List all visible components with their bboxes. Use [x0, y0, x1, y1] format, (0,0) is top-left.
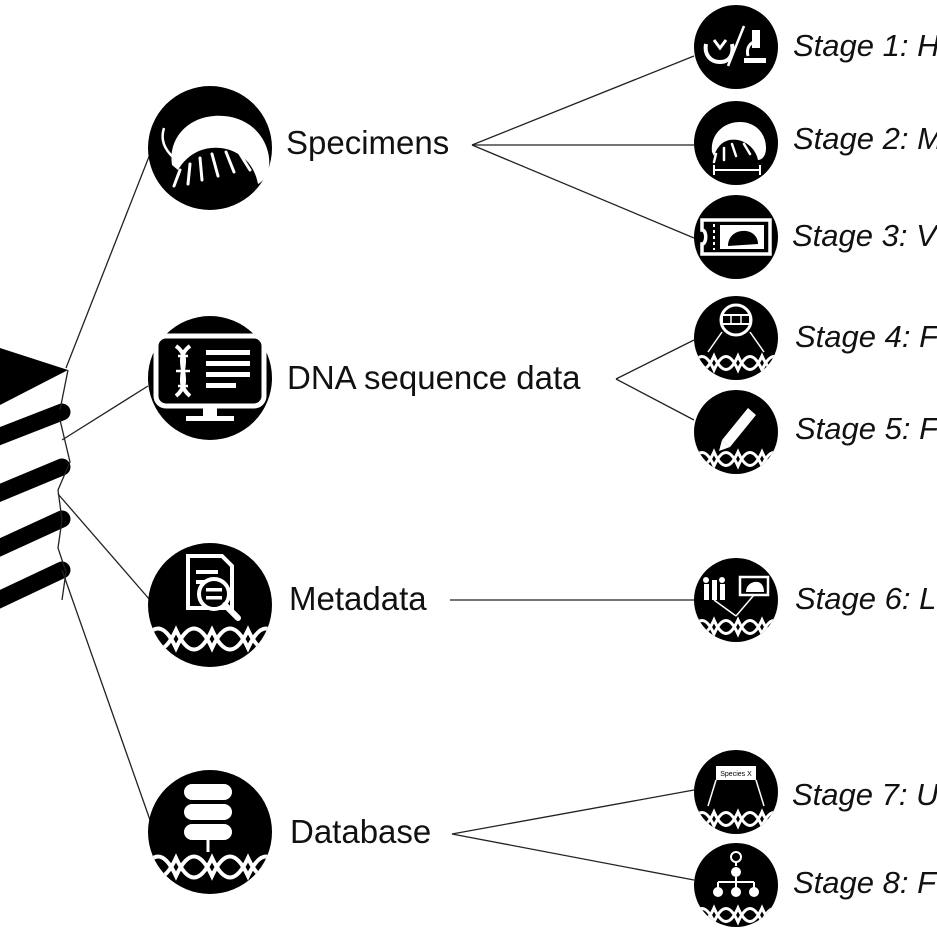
document-search-icon — [186, 554, 241, 621]
category-label-specimens: Specimens — [286, 124, 449, 161]
left-edge-outline — [57, 369, 71, 601]
left-edge-graphic — [0, 348, 71, 609]
species-tag-text: Species X — [720, 771, 752, 778]
category-node-database: Database — [148, 770, 431, 894]
amphipod-measure-icon — [711, 122, 766, 175]
vials-voucher-icon — [703, 575, 770, 617]
stage-node-1: Stage 1: H — [694, 5, 937, 89]
stage-node-7: Species X Stage 7: U — [694, 750, 937, 834]
tree-bulb-icon — [713, 851, 759, 897]
stage-label-6: Stage 6: L — [795, 581, 936, 616]
stage-label-1: Stage 1: H — [793, 28, 937, 63]
connector-left-dna — [61, 385, 149, 441]
species-tag-icon: Species X — [707, 766, 765, 807]
category-label-database: Database — [290, 813, 431, 850]
category-label-metadata: Metadata — [289, 580, 427, 617]
category-label-dna: DNA sequence data — [287, 359, 581, 396]
connector-database-stage8 — [451, 833, 695, 881]
stage-label-8: Stage 8: F — [793, 865, 937, 900]
connector-left-database — [61, 569, 151, 821]
dna-barcode-lens-icon — [707, 303, 765, 353]
left-stripe-2 — [0, 458, 71, 503]
connector-specimens-stage3 — [471, 144, 695, 239]
stage-node-2: Stage 2: M — [694, 101, 937, 185]
dna-monitor-icon — [153, 333, 267, 421]
stage-node-3: Stage 3: V — [694, 195, 937, 279]
stage-connectors — [450, 55, 695, 881]
stage-label-7: Stage 7: U — [792, 777, 937, 812]
left-arrowhead-shape — [0, 348, 68, 405]
connector-specimens-stage1 — [471, 55, 695, 146]
stage-label-3: Stage 3: V — [792, 218, 937, 253]
voucher-ticket-icon — [700, 218, 772, 256]
left-stripe-3 — [0, 510, 71, 557]
stage-label-2: Stage 2: M — [793, 121, 937, 156]
pencil-icon — [719, 408, 756, 451]
category-node-metadata: Metadata — [148, 543, 427, 667]
connector-dna-stage5 — [615, 378, 695, 421]
connector-database-stage7 — [451, 789, 695, 835]
stage-label-5: Stage 5: F — [795, 411, 937, 446]
database-icon — [184, 784, 232, 852]
connector-left-metadata — [57, 493, 151, 601]
left-stripe-4 — [0, 561, 71, 609]
category-node-specimens: Specimens — [148, 86, 449, 210]
stage-node-5: Stage 5: F — [694, 390, 937, 474]
category-connectors — [57, 153, 151, 821]
stage-node-4: Stage 4: F — [694, 296, 937, 380]
stage-node-8: Stage 8: F — [694, 843, 937, 927]
stage-label-4: Stage 4: F — [795, 319, 937, 354]
category-node-dna: DNA sequence data — [148, 316, 581, 440]
left-stripe-1 — [0, 403, 71, 446]
stage-node-6: Stage 6: L — [694, 558, 936, 642]
hands-microscope-icon — [703, 25, 766, 67]
amphipod-icon — [161, 115, 270, 188]
connector-left-specimens — [65, 153, 151, 369]
connector-dna-stage4 — [615, 339, 695, 380]
